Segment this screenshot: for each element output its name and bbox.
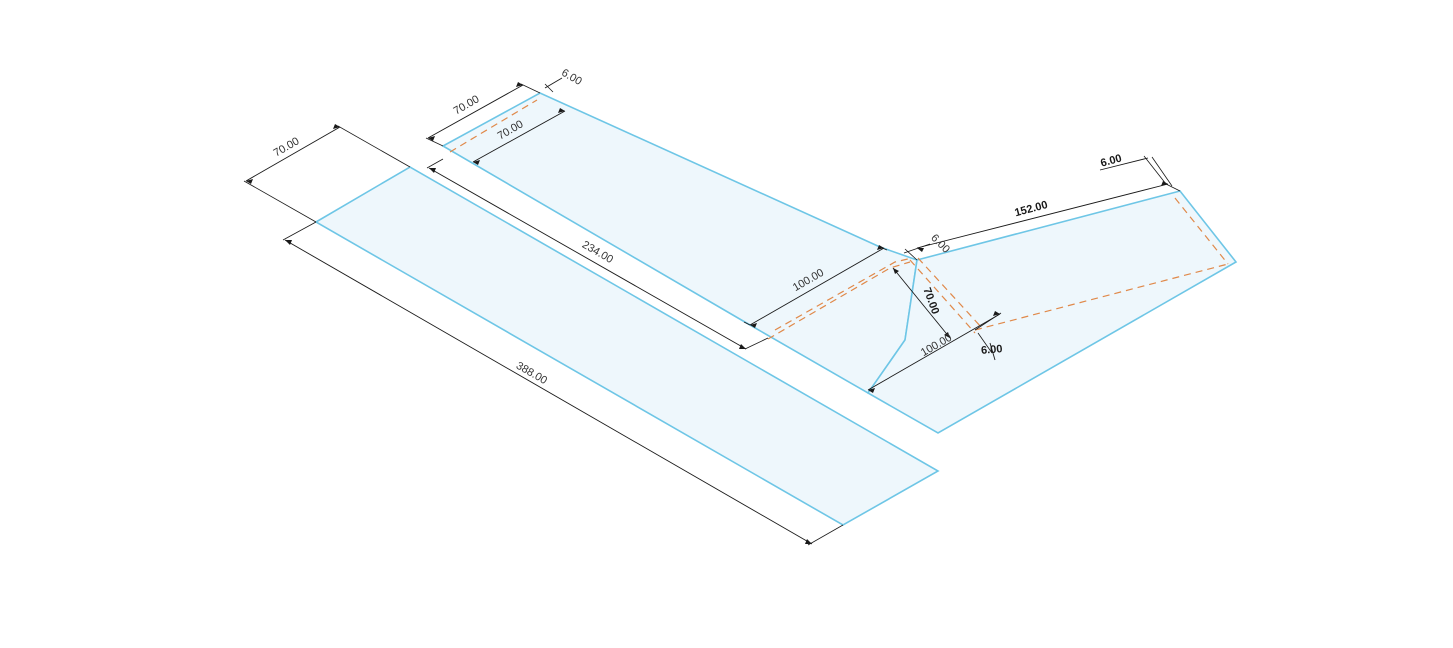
dim-line-long-width: [245, 126, 341, 182]
label-long-length: 388.00: [514, 360, 549, 387]
dim-line-joint-depth: [892, 267, 951, 339]
fold-line-right-end: [1174, 197, 1229, 265]
dim-line-joint-width: [867, 313, 1001, 391]
dim-line-upper-width-outer: [427, 84, 524, 139]
label-right-length: 152.00: [1013, 199, 1049, 219]
fold-line-joint-inner: [774, 257, 913, 331]
dim-line-joint-tab-b: [989, 342, 996, 361]
dim-line-right-tab: [1099, 157, 1149, 171]
dim-line-upper-end-width: [749, 247, 885, 326]
long-strip-panel: [314, 166, 940, 526]
dim-line-upper-length: [428, 167, 747, 350]
dim-line-upper-tab: [544, 77, 563, 89]
fold-line-joint-diagonal: [909, 259, 976, 334]
label-joint-tab-b: 6.00: [981, 343, 1003, 357]
fold-line-right-lower: [974, 263, 1229, 331]
label-right-tab: 6.00: [1099, 153, 1123, 170]
fold-line-joint-diagonal-2: [917, 257, 983, 329]
label-long-width: 70.00: [272, 135, 302, 159]
label-upper-tab: 6.00: [559, 67, 584, 88]
dim-line-long-length: [284, 239, 813, 545]
label-upper-width-outer: 70.00: [452, 93, 482, 117]
arrowheads: [246, 82, 1168, 544]
right-fold-panel: [866, 190, 1238, 434]
panels: [314, 92, 1238, 526]
dim-line-right-length: [916, 183, 1169, 249]
fold-lines: [449, 99, 1229, 340]
extension-lines: [243, 83, 1181, 546]
dimension-lines: [245, 77, 1169, 545]
dim-line-upper-width-inner: [472, 110, 566, 163]
fold-line-top-tab: [449, 99, 538, 153]
